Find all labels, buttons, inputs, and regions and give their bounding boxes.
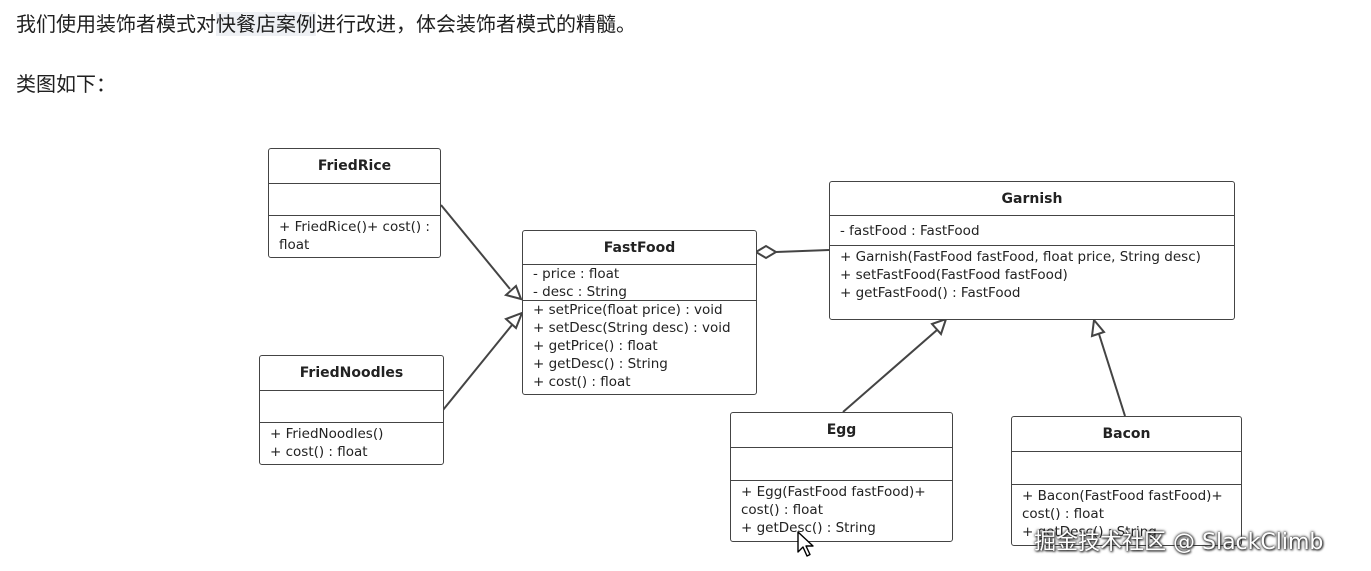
intro-text-after: 进行改进，体会装饰者模式的精髓。	[316, 12, 636, 36]
operation-line: + getPrice() : float	[533, 338, 658, 354]
attribute-line: - price : float	[533, 266, 620, 282]
class-attributes: - price : float - desc : String	[523, 265, 756, 301]
class-garnish: Garnish - fastFood : FastFood + Garnish(…	[829, 181, 1235, 320]
class-friednoodles: FriedNoodles + FriedNoodles() + cost() :…	[259, 355, 444, 465]
class-diagram-label: 类图如下：	[16, 72, 116, 96]
mouse-cursor-icon	[797, 531, 814, 557]
class-operations: + FriedRice()+ cost() : float	[269, 216, 440, 256]
edge-garnish-fastfood	[775, 249, 830, 253]
operation-line: + setFastFood(FastFood fastFood)	[840, 267, 1068, 283]
arrowhead-egg-garnish	[930, 317, 948, 336]
operation-line: + Bacon(FastFood fastFood)+ cost() : flo…	[1022, 488, 1223, 522]
class-name: FastFood	[523, 231, 756, 265]
edge-friedrice-fastfood	[440, 204, 511, 290]
operation-line: + cost() : float	[270, 444, 368, 460]
operation-line: + getDesc() : String	[741, 520, 876, 536]
arrowhead-bacon-garnish	[1090, 317, 1106, 338]
edge-friednoodles-fastfood	[442, 324, 513, 411]
class-operations: + setPrice(float price) : void + setDesc…	[523, 301, 756, 393]
operation-line: + Garnish(FastFood fastFood, float price…	[840, 249, 1201, 265]
intro-paragraph: 我们使用装饰者模式对快餐店案例进行改进，体会装饰者模式的精髓。	[16, 8, 636, 37]
class-operations: + Garnish(FastFood fastFood, float price…	[830, 246, 1234, 304]
attribute-line: - fastFood : FastFood	[840, 223, 980, 239]
watermark: 掘金技术社区 @ SlackClimb	[1034, 530, 1324, 555]
class-bacon: Bacon + Bacon(FastFood fastFood)+ cost()…	[1011, 416, 1242, 546]
class-egg: Egg + Egg(FastFood fastFood)+ cost() : f…	[730, 412, 953, 542]
class-attributes	[731, 448, 952, 481]
intro-text-before: 我们使用装饰者模式对	[16, 12, 216, 36]
class-operations: + Egg(FastFood fastFood)+ cost() : float…	[731, 481, 952, 539]
attribute-line: - desc : String	[533, 284, 627, 300]
operation-line: + getDesc() : String	[533, 356, 668, 372]
operation-line: + Egg(FastFood fastFood)+ cost() : float	[741, 484, 926, 518]
intro-text-highlight: 快餐店案例	[216, 12, 316, 36]
class-attributes	[260, 391, 443, 423]
class-operations: + FriedNoodles() + cost() : float	[260, 423, 443, 463]
arrowhead-friedrice-fastfood	[503, 284, 523, 301]
class-name: FriedRice	[269, 149, 440, 184]
edge-bacon-garnish	[1098, 333, 1126, 417]
operation-line: + cost() : float	[533, 374, 631, 390]
operation-line: + setDesc(String desc) : void	[533, 320, 731, 336]
class-attributes	[269, 184, 440, 216]
class-friedrice: FriedRice + FriedRice()+ cost() : float	[268, 148, 441, 258]
class-name: Bacon	[1012, 417, 1241, 452]
class-name: Garnish	[830, 182, 1234, 216]
class-name: Egg	[731, 413, 952, 448]
class-attributes	[1012, 452, 1241, 485]
edge-egg-garnish	[842, 329, 938, 413]
class-fastfood: FastFood - price : float - desc : String…	[522, 230, 757, 395]
arrowhead-friednoodles-fastfood	[504, 311, 524, 330]
class-name: FriedNoodles	[260, 356, 443, 391]
operation-line: + getDesc() : String	[1022, 524, 1157, 540]
operation-line: + setPrice(float price) : void	[533, 302, 723, 318]
class-attributes: - fastFood : FastFood	[830, 216, 1234, 246]
operation-line: + getFastFood() : FastFood	[840, 285, 1021, 301]
operation-line: + FriedRice()+ cost() : float	[279, 219, 430, 253]
operation-line: + FriedNoodles()	[270, 426, 384, 442]
class-operations: + Bacon(FastFood fastFood)+ cost() : flo…	[1012, 485, 1241, 543]
diamond-garnish-fastfood	[754, 244, 778, 260]
